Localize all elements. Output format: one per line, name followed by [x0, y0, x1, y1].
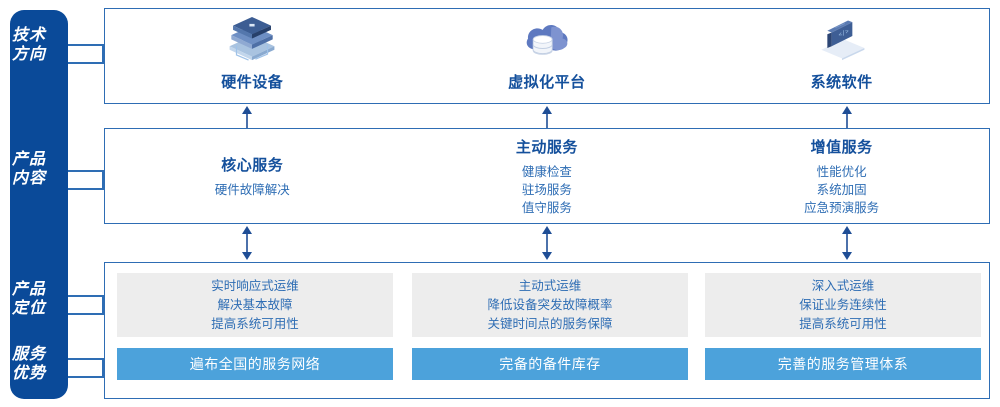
sidebar-label-line1: 产品	[11, 281, 46, 298]
connector-line	[102, 358, 104, 377]
positioning-line: 提高系统可用性	[799, 316, 887, 331]
product-content-section: 核心服务 硬件故障解决 主动服务 健康检查 驻场服务 值守服务 增值服务 性能优…	[104, 128, 990, 224]
positioning-line: 实时响应式运维	[211, 278, 299, 293]
arrow-up-down-icon	[542, 226, 552, 260]
tech-direction-item-system-software[interactable]: </> 系统软件	[694, 9, 989, 103]
sidebar-label-line2: 优势	[11, 365, 46, 382]
sidebar-label-line1: 服务	[11, 346, 46, 363]
advantage-bar-network[interactable]: 遍布全国的服务网络	[117, 348, 393, 380]
product-content-item: 硬件故障解决	[214, 182, 290, 197]
product-content-item: 驻场服务	[521, 182, 572, 197]
sidebar-label-line2: 方向	[11, 46, 46, 63]
product-content-column-value-added[interactable]: 增值服务 性能优化 系统加固 应急预演服务	[694, 129, 989, 223]
positioning-line: 保证业务连续性	[799, 297, 887, 312]
product-content-title: 增值服务	[810, 138, 873, 156]
category-sidebar	[10, 10, 68, 399]
tech-direction-item-hardware[interactable]: 硬件设备	[105, 9, 400, 103]
connector-line	[102, 170, 104, 189]
product-content-item: 健康检查	[521, 164, 572, 179]
tech-direction-item-virtualization[interactable]: 虚拟化平台	[400, 9, 695, 103]
tech-direction-section: 硬件设备 虚拟化平台	[104, 8, 990, 104]
sidebar-label-line1: 产品	[11, 151, 46, 168]
tech-direction-label: 虚拟化平台	[508, 74, 586, 91]
sidebar-label-product-positioning: 产品 定位	[0, 280, 58, 318]
positioning-card-deep[interactable]: 深入式运维 保证业务连续性 提高系统可用性	[705, 273, 981, 337]
product-content-item: 值守服务	[521, 200, 572, 215]
connector-line	[68, 313, 104, 315]
positioning-advantage-section: 实时响应式运维 解决基本故障 提高系统可用性 主动式运维 降低设备突发故障概率 …	[104, 262, 990, 399]
arrow-up-down-icon	[242, 226, 252, 260]
arrow-up-icon	[542, 106, 552, 128]
connector-line	[68, 358, 104, 360]
connector-line	[68, 295, 104, 297]
sidebar-label-line2: 内容	[11, 170, 46, 187]
advantage-bar-spare-parts[interactable]: 完备的备件库存	[412, 348, 688, 380]
positioning-line: 提高系统可用性	[211, 316, 299, 331]
product-content-item: 应急预演服务	[804, 200, 880, 215]
connector-line	[68, 188, 104, 190]
arrow-up-down-icon	[842, 226, 852, 260]
product-content-item: 性能优化	[816, 164, 867, 179]
product-content-column-proactive[interactable]: 主动服务 健康检查 驻场服务 值守服务	[400, 129, 695, 223]
product-content-item: 系统加固	[816, 182, 867, 197]
arrow-up-icon	[242, 106, 252, 128]
product-content-column-core[interactable]: 核心服务 硬件故障解决	[105, 129, 400, 223]
positioning-line: 降低设备突发故障概率	[487, 297, 613, 312]
sidebar-label-product-content: 产品 内容	[0, 150, 58, 188]
svg-text:</>: </>	[837, 28, 850, 39]
product-content-title: 核心服务	[221, 156, 284, 174]
tech-direction-label: 系统软件	[810, 74, 873, 91]
connector-line	[68, 376, 104, 378]
positioning-line: 深入式运维	[811, 278, 875, 293]
advantage-bar-management[interactable]: 完善的服务管理体系	[705, 348, 981, 380]
connector-line	[68, 62, 104, 64]
positioning-card-proactive[interactable]: 主动式运维 降低设备突发故障概率 关键时间点的服务保障	[412, 273, 688, 337]
tech-direction-label: 硬件设备	[221, 74, 284, 91]
connector-line	[102, 44, 104, 63]
sidebar-label-tech-direction: 技术 方向	[0, 26, 58, 64]
positioning-line: 主动式运维	[518, 278, 582, 293]
laptop-code-icon: </>	[820, 20, 864, 61]
product-content-title: 主动服务	[515, 138, 578, 156]
sidebar-label-line1: 技术	[11, 27, 46, 44]
connector-line	[68, 44, 104, 46]
sidebar-label-service-advantage: 服务 优势	[0, 345, 58, 383]
connector-line	[68, 170, 104, 172]
server-stack-icon	[229, 17, 275, 61]
positioning-card-realtime[interactable]: 实时响应式运维 解决基本故障 提高系统可用性	[117, 273, 393, 337]
positioning-line: 解决基本故障	[217, 297, 293, 312]
arrow-up-icon	[842, 106, 852, 128]
positioning-line: 关键时间点的服务保障	[487, 316, 613, 331]
sidebar-label-line2: 定位	[11, 300, 46, 317]
cloud-database-icon	[526, 24, 568, 55]
connector-line	[102, 295, 104, 314]
